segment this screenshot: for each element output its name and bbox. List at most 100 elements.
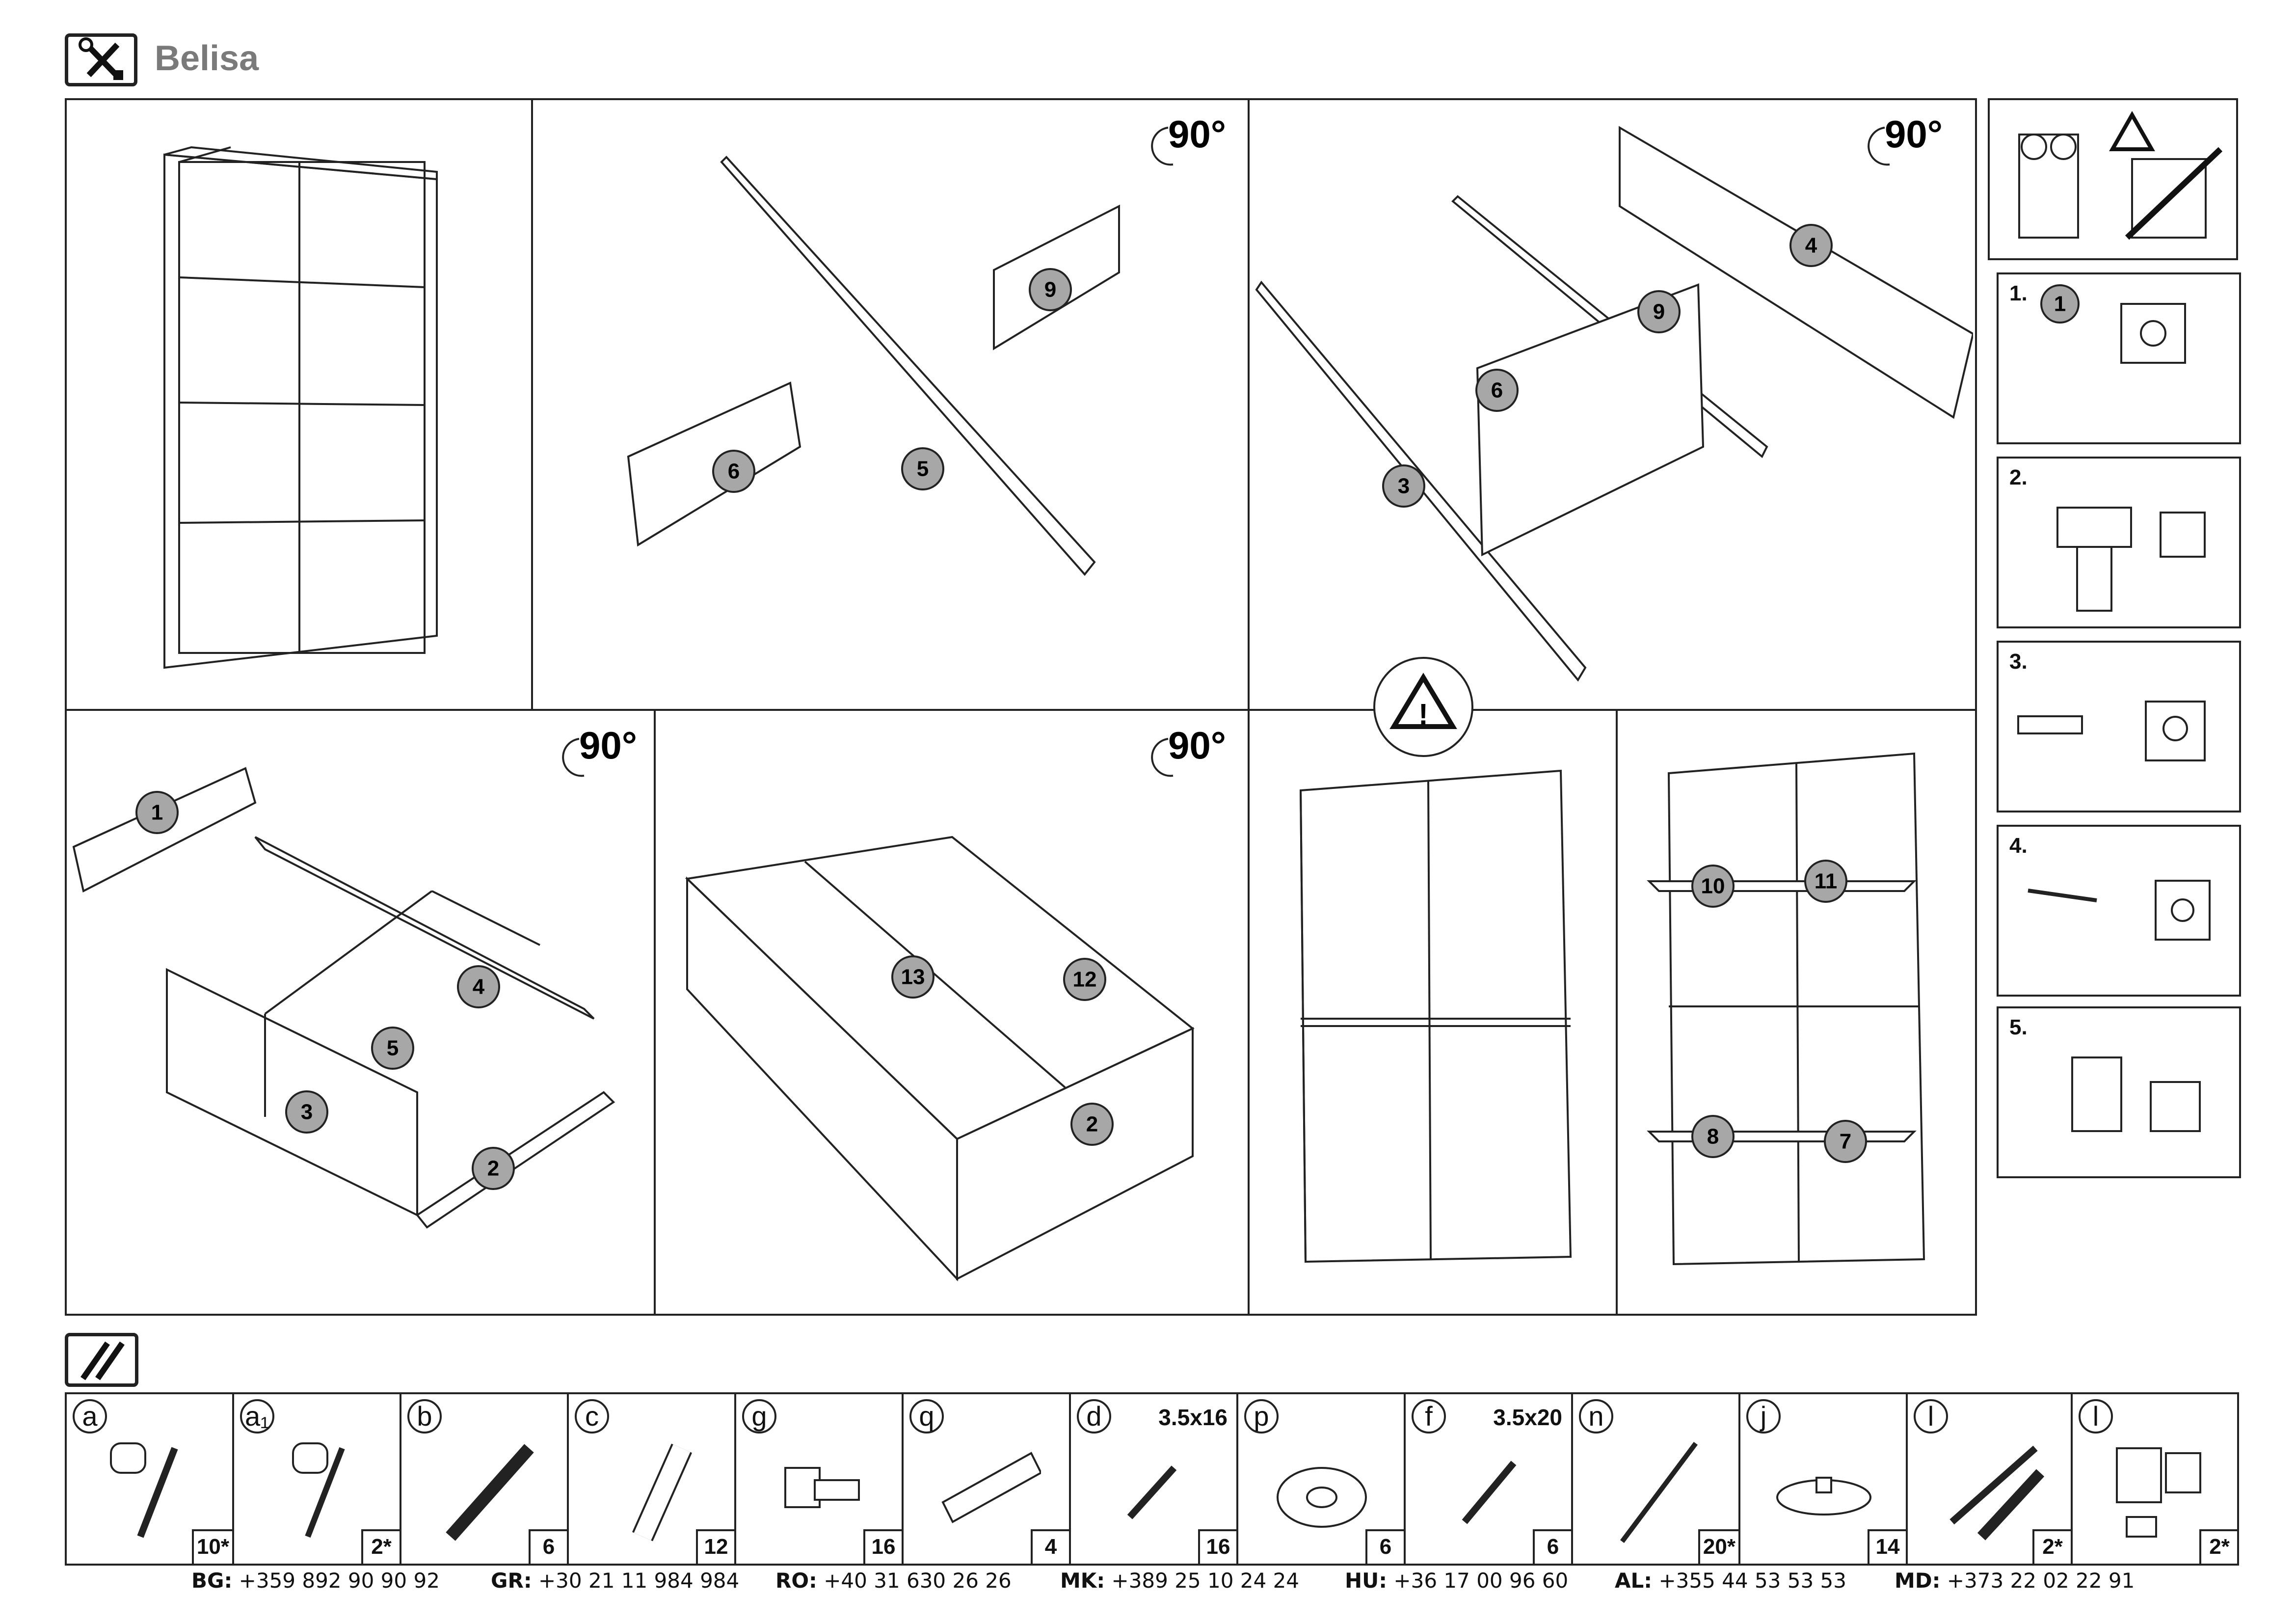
hardware-letter: f <box>1412 1399 1446 1434</box>
assembly-drawing-4: 90° 13 12 2 <box>685 724 1226 1282</box>
phone-hu: HU: +36 17 00 96 60 <box>1345 1569 1569 1593</box>
hardware-letter: c <box>575 1399 609 1434</box>
assembly-drawing-2: 90° 4 9 6 3 <box>1255 112 1973 682</box>
wall-fix-step-5: 5. <box>1997 1006 2241 1178</box>
hardware-qty: 14 <box>1868 1529 1906 1564</box>
part-number: 11 <box>1815 869 1838 893</box>
furniture-glide-icon <box>1776 1477 1871 1516</box>
long-cam-bolt-icon <box>292 1442 345 1538</box>
wall-fix-warning <box>1988 98 2238 260</box>
panel-step-back: 90° 13 12 2 <box>658 714 1247 1313</box>
rotation-label: 90° <box>1885 112 1943 156</box>
frame-divider <box>531 98 533 710</box>
hardware-item-j: j 14 <box>1740 1394 1908 1564</box>
hardware-item-a: a 10* <box>67 1394 234 1564</box>
step-label: 5. <box>2009 1015 2028 1039</box>
panel-step-shelves: 10 11 8 7 <box>1620 714 1973 1313</box>
hardware-letter: l <box>2079 1399 2113 1434</box>
assembly-drawing-5: ! <box>1299 657 1572 1263</box>
rotation-label: 90° <box>1168 112 1226 156</box>
wall-plug-icon <box>2017 701 2206 761</box>
bracket-icon <box>2071 1056 2201 1132</box>
connector-plate-icon <box>941 1452 1041 1523</box>
hardware-qty: 16 <box>1198 1529 1236 1564</box>
hardware-size: 3.5x16 <box>1158 1405 1228 1430</box>
warning-icon <box>2109 110 2155 151</box>
wood-dowel-icon <box>632 1443 693 1542</box>
hardware-item-p: p 6 <box>1238 1394 1406 1564</box>
wall-fix-step-3: 3. <box>1997 641 2241 812</box>
confirmat-screw-icon <box>446 1444 534 1541</box>
phone-al: AL: +355 44 53 53 53 <box>1615 1569 1846 1593</box>
panel-step-dividers-a: 90° 9 6 5 <box>535 103 1247 707</box>
screw-fixing-icon <box>2028 880 2211 941</box>
bookcase-drawing <box>163 146 438 669</box>
part-number: 9 <box>1653 300 1665 324</box>
part-number: 5 <box>387 1036 399 1060</box>
wall-fix-step-2: 2. <box>1997 457 2241 628</box>
warning-icon <box>1389 673 1457 729</box>
panel-step-dividers-b: 90° 4 9 6 3 <box>1252 103 1973 707</box>
frame-divider <box>65 709 1977 711</box>
assembly-drawing-3: 90° 1 4 5 3 2 <box>72 724 637 1229</box>
hardware-kit-icon <box>65 1333 138 1387</box>
drill-icon <box>2056 507 2206 612</box>
cam-bolt-icon <box>110 1442 178 1538</box>
hardware-qty: 10* <box>191 1529 232 1564</box>
part-number: 2 <box>487 1157 499 1181</box>
part-number: 4 <box>1805 234 1817 258</box>
rotation-label: 90° <box>1168 724 1226 767</box>
part-number: 1 <box>2054 292 2066 316</box>
page-title: Belisa <box>155 39 259 78</box>
panel-step-shelf-supports: ! <box>1252 648 1615 1313</box>
hardware-qty: 6 <box>1365 1529 1404 1564</box>
hardware-letter: d <box>1077 1399 1111 1434</box>
wall-bracket-icon <box>2116 1447 2201 1538</box>
screw-icon <box>1462 1461 1517 1524</box>
part-number: 3 <box>1398 474 1410 498</box>
hardware-qty: 2* <box>2199 1529 2238 1564</box>
frame-divider <box>1248 98 1250 1316</box>
part-number: 6 <box>728 460 740 484</box>
hardware-qty: 2* <box>361 1529 400 1564</box>
hardware-item-a1: a₁ 2* <box>234 1394 401 1564</box>
screw-icon <box>1127 1465 1177 1519</box>
phone-ro: RO: +40 31 630 26 26 <box>775 1569 1012 1593</box>
hardware-letter: a <box>73 1399 107 1434</box>
wall-screw-plug-icon <box>1949 1445 2045 1541</box>
hardware-item-q: q 4 <box>904 1394 1071 1564</box>
rotation-label: 90° <box>579 724 637 767</box>
part-number: 7 <box>1840 1130 1851 1154</box>
part-number: 5 <box>917 457 929 481</box>
step-label: 2. <box>2009 465 2028 489</box>
phone-md: MD: +373 22 02 22 91 <box>1895 1569 2135 1593</box>
hardware-qty: 2* <box>2032 1529 2071 1564</box>
hardware-size: 3.5x20 <box>1493 1405 1562 1430</box>
part-number: 2 <box>1086 1112 1098 1137</box>
part-number: 1 <box>151 801 163 825</box>
part-number: 13 <box>901 965 925 989</box>
hardware-qty: 6 <box>529 1529 567 1564</box>
hardware-item-l-bracket: l 2* <box>2073 1394 2238 1564</box>
frame-divider <box>654 709 656 1316</box>
part-number: 8 <box>1707 1125 1719 1149</box>
assembly-drawing-1: 90° 9 6 5 <box>627 112 1226 576</box>
panel-step-carcass: 90° 1 4 5 3 2 <box>69 714 653 1313</box>
wrench-screwdriver-icon <box>65 33 137 86</box>
hardware-item-c: c 12 <box>569 1394 736 1564</box>
hardware-letter: g <box>742 1399 776 1434</box>
hardware-qty: 4 <box>1031 1529 1069 1564</box>
hardware-table <box>65 1392 2239 1566</box>
hardware-item-d: d 3.5x16 16 <box>1071 1394 1238 1564</box>
shelf-pin-icon <box>784 1467 860 1508</box>
part-number: 9 <box>1044 278 1056 302</box>
hardware-letter: j <box>1746 1399 1781 1434</box>
hardware-letter: p <box>1244 1399 1279 1434</box>
wall-fix-step-4: 4. <box>1997 825 2241 997</box>
part-number: 3 <box>301 1100 313 1124</box>
hardware-letter: a₁ <box>240 1399 274 1434</box>
hardware-qty: 16 <box>863 1529 902 1564</box>
step-label: 3. <box>2009 650 2028 674</box>
panel-finished-shelf <box>69 103 530 707</box>
part-number: 6 <box>1491 379 1503 403</box>
